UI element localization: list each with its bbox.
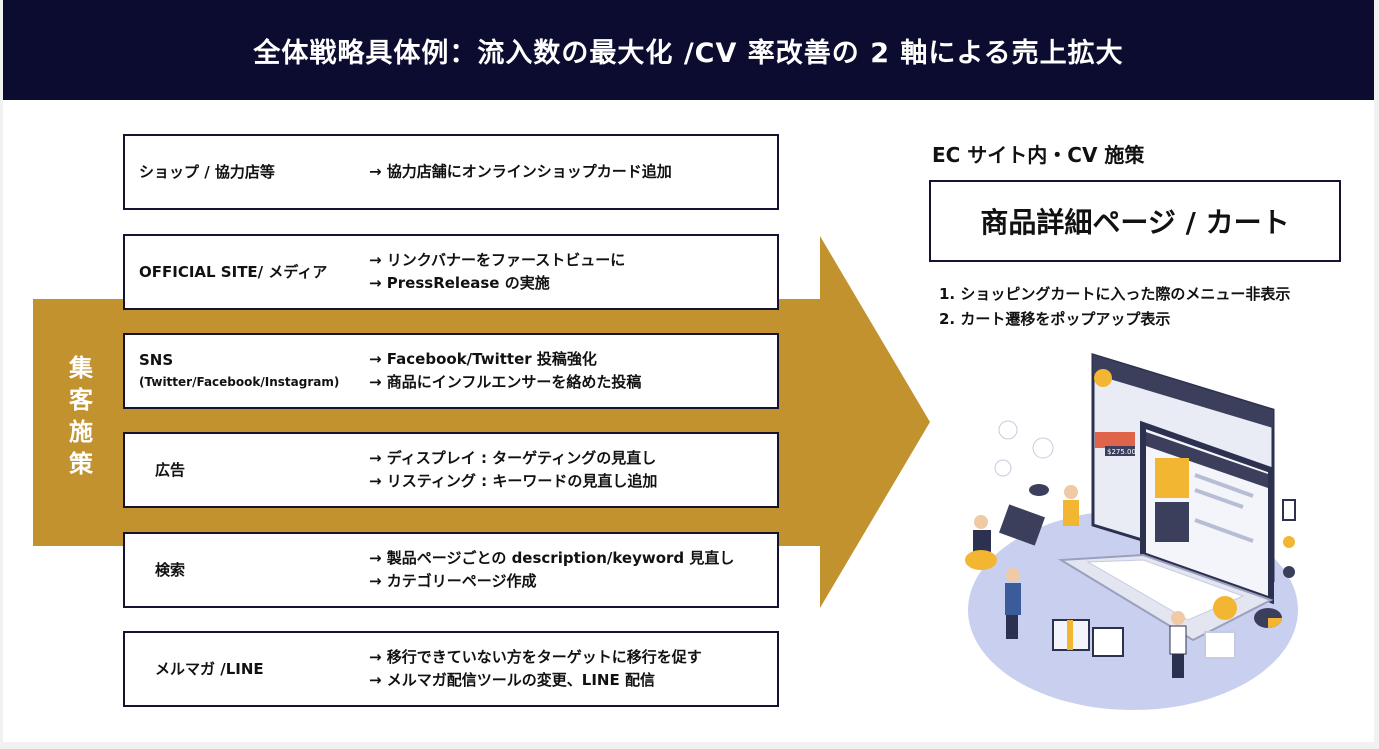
gift-ribbon: [1067, 620, 1073, 650]
person-legs: [1172, 654, 1184, 678]
person-body: [1169, 625, 1187, 655]
screen-text-line: [1194, 518, 1254, 543]
screen-text-line: [1194, 488, 1244, 509]
channel-measures: → 移行できていない方をターゲットに移行を促す → メルマガ配信ツールの変更、L…: [369, 646, 702, 692]
channel-measure: → 移行できていない方をターゲットに移行を促す: [369, 648, 702, 666]
channel-measure: → PressRelease の実施: [369, 274, 550, 292]
floating-item: [1032, 437, 1054, 459]
floating-item: [994, 459, 1012, 477]
back-panel-price-tag: [1095, 432, 1135, 448]
beanbag: [965, 550, 997, 570]
floating-item: [998, 420, 1018, 440]
person-head: [1171, 611, 1185, 625]
acquisition-arrow-shape: [33, 236, 930, 608]
person-body: [973, 530, 991, 556]
ec-cv-heading: EC サイト内・CV 施策: [932, 143, 1145, 167]
channel-measures: → Facebook/Twitter 投稿強化 → 商品にインフルエンサーを絡め…: [369, 348, 641, 394]
channel-measure: → メルマガ配信ツールの変更、LINE 配信: [369, 671, 655, 689]
header-bar: 全体戦略具体例：流入数の最大化 /CV 率改善の 2 軸による売上拡大: [3, 0, 1374, 100]
channel-box-sns: SNS (Twitter/Facebook/Instagram) → Faceb…: [123, 333, 779, 409]
product-detail-cart-box: 商品詳細ページ / カート: [929, 180, 1341, 262]
channel-title: 広告: [155, 461, 186, 479]
channel-title: ショップ / 協力店等: [139, 163, 275, 181]
ecommerce-illustration: $275.00: [965, 352, 1298, 710]
channel-measure: → 製品ページごとの description/keyword 見直し: [369, 549, 735, 567]
person-head: [1064, 485, 1078, 499]
person-head: [974, 515, 988, 529]
channel-measure: → リスティング : キーワードの見直し追加: [369, 472, 658, 490]
channel-title: OFFICIAL SITE/ メディア: [139, 263, 328, 281]
channel-measure: → 商品にインフルエンサーを絡めた投稿: [369, 373, 642, 391]
channel-subtitle: (Twitter/Facebook/Instagram): [139, 375, 340, 389]
screen-product-card: [1155, 458, 1189, 498]
channel-title: 検索: [155, 561, 186, 579]
channel-title: SNS (Twitter/Facebook/Instagram): [139, 350, 339, 392]
channel-box-ads: 広告 → ディスプレイ : ターゲティングの見直し → リスティング : キーワ…: [123, 432, 779, 508]
channel-title: メルマガ /LINE: [155, 660, 264, 678]
channel-measures: → 製品ページごとの description/keyword 見直し → カテゴ…: [369, 547, 734, 593]
screen-text-line: [1194, 473, 1254, 498]
acquisition-label-char: 集: [69, 354, 93, 382]
page-title: 全体戦略具体例：流入数の最大化 /CV 率改善の 2 軸による売上拡大: [253, 37, 1124, 69]
acquisition-arrow: [33, 236, 930, 608]
channel-measure: → Facebook/Twitter 投稿強化: [369, 350, 597, 368]
product-detail-cart-title: 商品詳細ページ / カート: [980, 206, 1290, 239]
person-body: [1063, 500, 1079, 526]
gift-box: [1092, 627, 1124, 657]
channel-measures: → ディスプレイ : ターゲティングの見直し → リスティング : キーワードの…: [369, 447, 657, 493]
phone-icon: [1282, 499, 1296, 521]
acquisition-label-char: 策: [69, 450, 93, 478]
person-legs: [1006, 615, 1018, 639]
channel-measure: → 協力店舗にオンラインショップカード追加: [369, 162, 672, 181]
channel-measure: → カテゴリーページ作成: [369, 572, 537, 590]
acquisition-label: 集 客 施 策: [59, 352, 103, 480]
back-panel-price-bar: [1105, 446, 1135, 456]
back-panel-header: [1093, 355, 1273, 428]
ec-measures-list: 1. ショッピングカートに入った際のメニュー非表示 2. カート遷移をポップアッ…: [939, 282, 1290, 332]
channel-box-mailmag-line: メルマガ /LINE → 移行できていない方をターゲットに移行を促す → メルマ…: [123, 631, 779, 707]
channel-measures: → 協力店舗にオンラインショップカード追加: [369, 161, 672, 184]
channel-measure: → リンクバナーをファーストビューに: [369, 251, 626, 269]
channel-box-search: 検索 → 製品ページごとの description/keyword 見直し → …: [123, 532, 779, 608]
laptop-keyboard: [1086, 559, 1245, 621]
lightbulb-icon: [1213, 596, 1237, 620]
person-head: [1006, 568, 1020, 582]
coin-icon: [1283, 536, 1295, 548]
acquisition-label-char: 施: [69, 418, 93, 446]
pie-chart-slice: [1268, 618, 1282, 628]
illustration-price-label: $275.00: [1107, 448, 1136, 456]
coin-icon: [1283, 566, 1295, 578]
floating-coin: [1029, 484, 1049, 496]
discount-badge: [999, 504, 1045, 546]
channel-measure: → ディスプレイ : ターゲティングの見直し: [369, 449, 657, 467]
back-panel-coin: [1094, 369, 1112, 387]
channel-box-official-site: OFFICIAL SITE/ メディア → リンクバナーをファーストビューに →…: [123, 234, 779, 310]
ec-measure-item: 2. カート遷移をポップアップ表示: [939, 310, 1171, 328]
channel-box-shop: ショップ / 協力店等 → 協力店舗にオンラインショップカード追加: [123, 134, 779, 210]
screen-product-card: [1155, 502, 1189, 542]
laptop-screen-header: [1146, 432, 1268, 488]
acquisition-label-char: 客: [69, 386, 93, 414]
person-body: [1005, 583, 1021, 615]
ec-measure-item: 1. ショッピングカートに入った際のメニュー非表示: [939, 285, 1291, 303]
slide: 全体戦略具体例：流入数の最大化 /CV 率改善の 2 軸による売上拡大 集 客 …: [3, 0, 1374, 742]
gift-box: [1204, 631, 1236, 659]
channel-measures: → リンクバナーをファーストビューに → PressRelease の実施: [369, 249, 625, 295]
